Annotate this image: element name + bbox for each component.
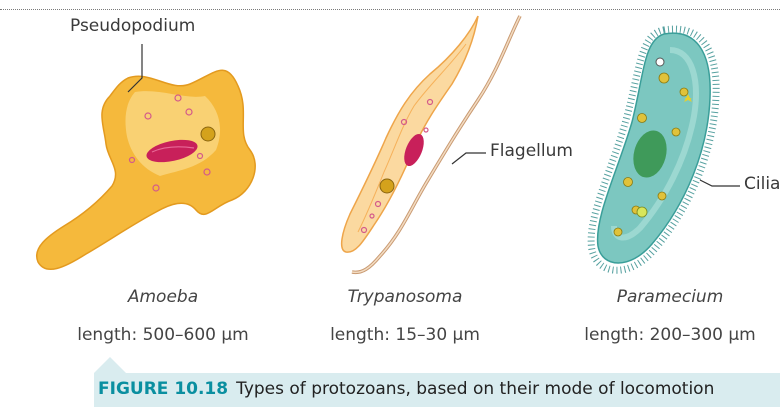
cilia-label: Cilia bbox=[744, 174, 780, 194]
caption-notch bbox=[94, 357, 126, 373]
paramecium-name: Paramecium bbox=[570, 287, 770, 307]
paramecium-organism bbox=[591, 29, 740, 270]
trypanosoma-kinetoplast bbox=[380, 179, 394, 193]
amoeba-name: Amoeba bbox=[63, 287, 263, 307]
figure-caption: FIGURE 10.18 Types of protozoans, based o… bbox=[98, 379, 714, 399]
paramecium-contractile-vacuole bbox=[656, 58, 664, 66]
cilia-pointer bbox=[700, 180, 740, 186]
trypanosoma-length: length: 15–30 µm bbox=[285, 325, 525, 345]
pseudopodium-label: Pseudopodium bbox=[70, 16, 195, 36]
flagellum-label: Flagellum bbox=[490, 141, 573, 161]
figure-caption-text: Types of protozoans, based on their mode… bbox=[236, 379, 714, 399]
figure-number: FIGURE 10.18 bbox=[98, 379, 228, 399]
amoeba-length: length: 500–600 µm bbox=[43, 325, 283, 345]
amoeba-vacuole bbox=[201, 127, 215, 141]
paramecium-length: length: 200–300 µm bbox=[550, 325, 780, 345]
trypanosoma-name: Trypanosoma bbox=[305, 287, 505, 307]
amoeba-organism bbox=[37, 44, 255, 269]
flagellum-pointer bbox=[452, 153, 486, 164]
